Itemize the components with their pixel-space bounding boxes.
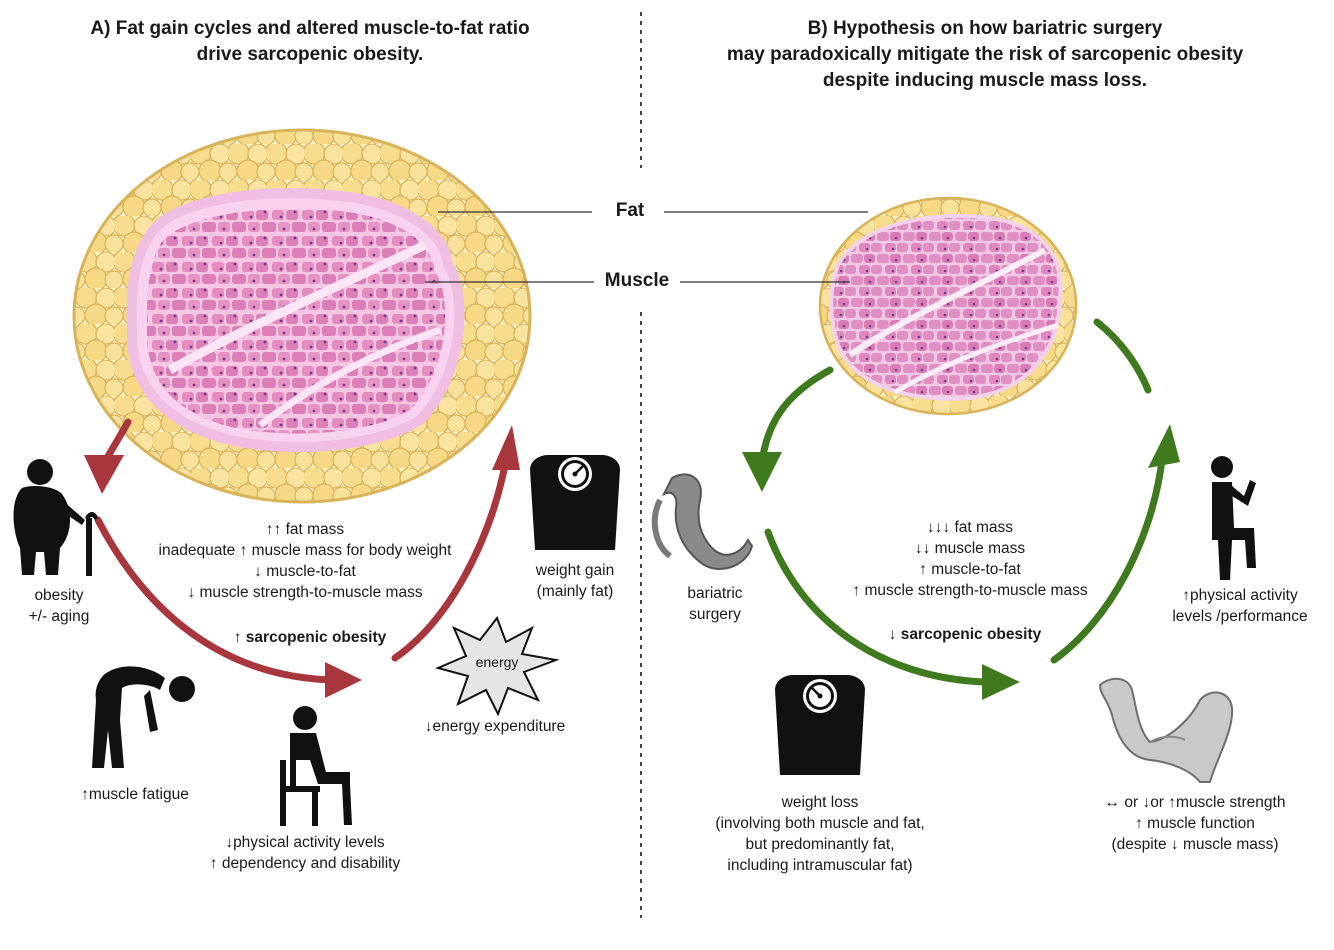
muscle-fatigue-label: ↑muscle fatigue [81,786,189,803]
muscle-strength-line1: ↔ or ↓or ↑muscle strength [1104,794,1286,811]
green-arrowhead-right [1148,424,1180,468]
red-arrowhead-right [492,425,520,470]
weight-gain-label: weight gain (mainly fat) [515,560,635,602]
person-raising-knee-icon [1211,456,1256,580]
weight-loss-line2: (involving both muscle and fat, [715,815,925,832]
weight-loss-label: weight loss (involving both muscle and f… [680,792,960,876]
panel-b-effect-4: ↑ muscle strength-to-muscle mass [852,582,1088,599]
elderly-obese-person-icon [13,459,98,576]
muscle-strength-label: ↔ or ↓or ↑muscle strength ↑ muscle funct… [1060,792,1330,855]
post-surgery-muscle-cross-section [818,196,1078,416]
panel-a-sarcopenic-obesity: ↑ sarcopenic obesity [233,629,387,646]
muscle-strength-line2: ↑ muscle function [1135,815,1255,832]
panel-b-title-line2: may paradoxically mitigate the risk of s… [726,44,1244,65]
panel-a-effect-4: ↓ muscle strength-to-muscle mass [187,584,423,601]
energy-burst-icon [434,615,560,717]
obese-muscle-cross-section [72,128,532,504]
muscle-strength-line3: (despite ↓ muscle mass) [1111,836,1279,853]
muscle-label: Muscle [604,270,670,291]
physical-activity-b-line2: levels /performance [1172,608,1308,625]
panel-a-effect-3: ↓ muscle-to-fat [254,563,356,580]
weighing-scale-icon [530,455,620,550]
panel-b-sarcopenic-obesity: ↓ sarcopenic obesity [888,626,1042,643]
stomach-surgery-icon [651,473,754,570]
panel-a-effect-2: inadequate ↑ muscle mass for body weight [158,542,452,559]
weight-loss-line4: including intramuscular fat) [727,857,913,874]
physical-activity-b-label: ↑physical activity levels /performance [1150,585,1330,627]
obesity-label-line1: obesity [34,587,84,604]
physical-activity-a-label: ↓physical activity levels ↑ dependency a… [170,832,440,874]
panel-a-title-line2: drive sarcopenic obesity. [196,44,424,65]
seated-person-icon [280,706,352,826]
physical-activity-a-line1: ↓physical activity levels [225,834,385,851]
red-arrowhead-bottom [325,662,362,698]
panel-a-center-effects: ↑↑ fat mass inadequate ↑ muscle mass for… [110,519,500,603]
weighing-scale-b-icon [775,675,865,775]
weight-gain-line1: weight gain [535,562,615,579]
panel-b-title: B) Hypothesis on how bariatric surgery m… [650,16,1320,94]
energy-expenditure-label: ↓energy expenditure [424,718,566,735]
panel-b-title-line1: B) Hypothesis on how bariatric surgery [807,18,1163,39]
panel-b-effect-3: ↑ muscle-to-fat [919,561,1021,578]
bent-over-fatigued-person-icon [92,666,195,768]
obesity-label: obesity +/- aging [4,585,114,627]
green-arrowhead-bottom [982,664,1020,700]
energy-word: energy [475,654,519,670]
bariatric-line1: bariatric [687,585,743,602]
panel-a-title-line1: A) Fat gain cycles and altered muscle-to… [90,18,530,39]
physical-activity-b-line1: ↑physical activity [1182,587,1298,604]
panel-b-effect-2: ↓↓ muscle mass [914,540,1026,557]
panel-a-title: A) Fat gain cycles and altered muscle-to… [30,16,590,68]
panel-b-center-effects: ↓↓↓ fat mass ↓↓ muscle mass ↑ muscle-to-… [800,517,1140,601]
fat-label: Fat [615,200,645,221]
green-arrowhead-left [742,452,782,492]
weight-gain-line2: (mainly fat) [536,583,614,600]
weight-loss-line1: weight loss [781,794,859,811]
green-cycle-arrows [758,318,1166,686]
weight-loss-line3: but predominantly fat, [745,836,895,853]
obesity-label-line2: +/- aging [28,608,90,625]
bariatric-surgery-label: bariatric surgery [660,583,770,625]
arm-muscle-icon [1098,677,1234,783]
panel-b-title-line3: despite inducing muscle mass loss. [822,70,1148,91]
panel-b-effect-1: ↓↓↓ fat mass [926,519,1014,536]
red-arrowhead-left [84,455,124,494]
physical-activity-a-line2: ↑ dependency and disability [209,855,401,872]
panel-a-effect-1: ↑↑ fat mass [265,521,345,538]
bariatric-line2: surgery [689,606,741,623]
